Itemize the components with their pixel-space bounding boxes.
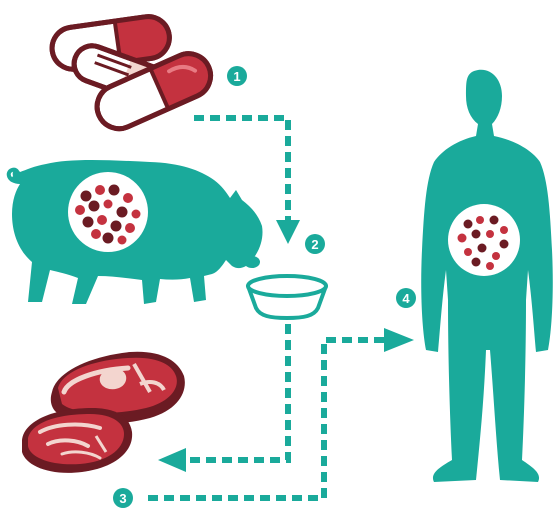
step-number: 2: [311, 237, 318, 252]
arrow-meat-to-man: [148, 340, 384, 498]
step-number: 3: [119, 491, 126, 506]
step-marker-1: 1: [227, 66, 247, 86]
capsules-icon: [49, 14, 217, 136]
bacteria-icon: [448, 204, 520, 276]
arrow-bowl-to-meat: [184, 324, 288, 460]
arrowhead-left: [158, 448, 186, 472]
arrowhead-down: [276, 220, 300, 244]
food-bowl-icon: [248, 276, 326, 318]
bacteria-icon: [68, 172, 148, 252]
arrowhead-right: [384, 328, 414, 352]
step-marker-3: 3: [113, 488, 133, 508]
step-marker-4: 4: [396, 288, 416, 308]
man-icon: [421, 70, 553, 482]
step-number: 4: [402, 291, 410, 306]
meat-steaks-icon: [22, 352, 185, 473]
step-marker-2: 2: [305, 234, 325, 254]
step-number: 1: [233, 69, 240, 84]
